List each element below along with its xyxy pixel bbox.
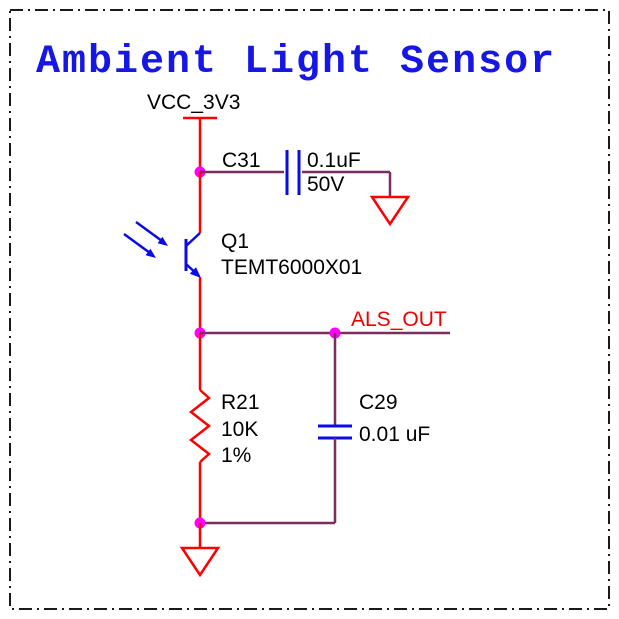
- c29-value: 0.01 uF: [359, 423, 430, 446]
- q1-emitter-arrowhead: [189, 267, 201, 278]
- ground-symbol-main: [179, 546, 221, 578]
- c31-refdes: C31: [222, 149, 261, 172]
- ground-symbol-c31: [369, 195, 411, 227]
- net-label-als-out: ALS_OUT: [351, 308, 447, 331]
- c31-rating: 50V: [307, 173, 344, 196]
- r21-refdes: R21: [221, 391, 260, 414]
- light-arrow-1: [123, 232, 151, 255]
- q1-refdes: Q1: [221, 230, 249, 253]
- q1-collector-lead: [185, 232, 201, 247]
- light-arrow-2-head: [157, 236, 168, 246]
- page-title: Ambient Light Sensor: [36, 40, 557, 85]
- r21-resistor-zigzag: [188, 389, 212, 463]
- c31-value: 0.1uF: [307, 149, 361, 172]
- page-border: [9, 9, 610, 610]
- net-label-vcc: VCC_3V3: [147, 91, 240, 114]
- c29-refdes: C29: [359, 391, 398, 414]
- light-arrow-1-head: [145, 248, 156, 258]
- r21-tolerance: 1%: [221, 444, 251, 467]
- q1-part-number: TEMT6000X01: [221, 256, 362, 279]
- r21-value: 10K: [221, 418, 258, 441]
- light-arrow-2: [135, 220, 163, 243]
